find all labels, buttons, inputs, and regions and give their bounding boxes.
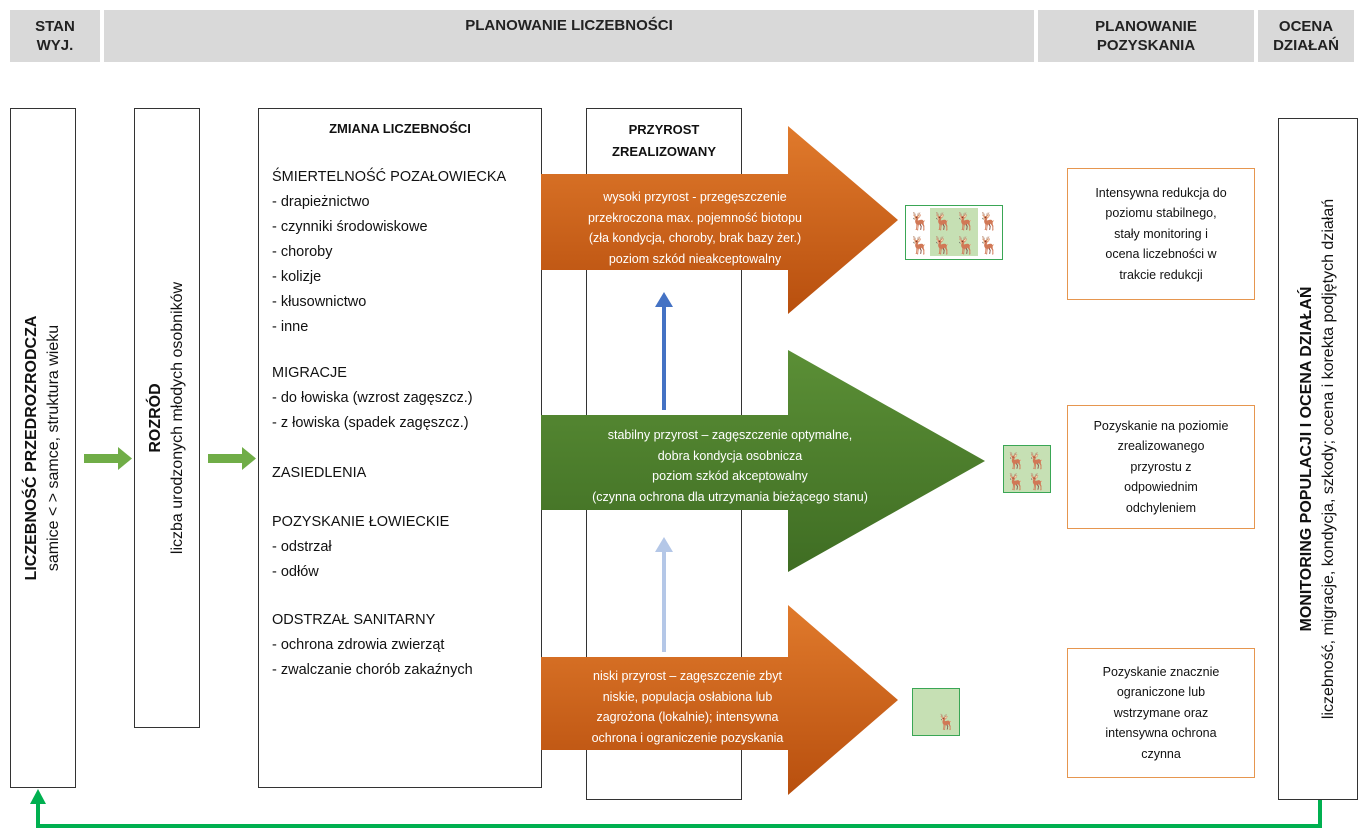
deer-low-icon: 🦌 <box>912 688 960 736</box>
zmiana-line: ŚMIERTELNOŚĆ POZAŁOWIECKA <box>272 169 507 185</box>
zmiana-line: - czynniki środowiskowe <box>272 219 428 235</box>
svg-text:🦌: 🦌 <box>955 235 976 256</box>
zmiana-line: - zwalczanie chorób zakaźnych <box>272 662 473 678</box>
zmiana-line: - z łowiska (spadek zagęszcz.) <box>272 415 469 431</box>
monitoring-title: MONITORING POPULACJI I OCENA DZIAŁAŃ <box>1298 286 1315 632</box>
zmiana-liczebnosci-box: ZMIANA LICZEBNOŚCI ŚMIERTELNOŚĆ POZAŁOWI… <box>258 108 542 788</box>
zmiana-line: POZYSKANIE ŁOWIECKIE <box>272 514 450 530</box>
liczebnosc-box: LICZEBNOŚĆ PRZEDROZRODCZA samice < > sam… <box>10 108 76 788</box>
zmiana-line: - odłów <box>272 564 319 580</box>
svg-text:🦌: 🦌 <box>955 211 976 232</box>
low-growth-arrow <box>541 605 898 795</box>
flow-arrow-1 <box>84 454 118 463</box>
zmiana-line: - kolizje <box>272 269 322 285</box>
header-planowanie-liczebnosci: PLANOWANIE LICZEBNOŚCI <box>104 10 1034 62</box>
svg-text:🦌: 🦌 <box>978 235 999 256</box>
high-growth-arrow <box>541 126 898 314</box>
svg-text:🦌: 🦌 <box>937 713 956 731</box>
monitoring-subtitle: liczebność, migracje, kondycja, szkody; … <box>1320 198 1337 720</box>
monitoring-box: MONITORING POPULACJI I OCENA DZIAŁAŃ lic… <box>1278 118 1358 800</box>
zmiana-line: - choroby <box>272 244 333 260</box>
zmiana-line: - do łowiska (wzrost zagęszcz.) <box>272 390 473 406</box>
svg-text:🦌: 🦌 <box>1006 472 1026 491</box>
zmiana-line: - drapieżnictwo <box>272 194 370 210</box>
zmiana-line: ZASIEDLENIA <box>272 465 367 481</box>
svg-text:🦌: 🦌 <box>1027 451 1047 470</box>
svg-text:🦌: 🦌 <box>978 211 999 232</box>
svg-text:🦌: 🦌 <box>1006 451 1026 470</box>
rozrod-box: ROZRÓD liczba urodzonych młodych osobnik… <box>134 108 200 728</box>
svg-text:🦌: 🦌 <box>1027 472 1047 491</box>
header-planowanie-pozyskania: PLANOWANIE POZYSKANIA <box>1038 10 1254 62</box>
stable-growth-arrow <box>541 350 985 572</box>
zmiana-line: - inne <box>272 319 309 335</box>
deer-stable-icon: 🦌🦌 🦌🦌 <box>1003 445 1051 493</box>
zmiana-title: ZMIANA LICZEBNOŚCI <box>329 121 471 136</box>
zmiana-line: ODSTRZAŁ SANITARNY <box>272 612 436 628</box>
zmiana-line: MIGRACJE <box>272 365 347 381</box>
flow-arrow-2 <box>208 454 242 463</box>
svg-text:🦌: 🦌 <box>909 235 930 256</box>
zmiana-line: - odstrzał <box>272 539 332 555</box>
zmiana-line: - kłusownictwo <box>272 294 367 310</box>
header-ocena-dzialan: OCENA DZIAŁAŃ <box>1258 10 1354 62</box>
header-stan-wyj: STAN WYJ. <box>10 10 100 62</box>
svg-text:🦌: 🦌 <box>932 211 953 232</box>
stable-growth-text: stabilny przyrost – zagęszczenie optymal… <box>592 428 868 504</box>
feedback-arrow <box>36 800 1322 828</box>
deer-dense-icon: 🦌🦌🦌🦌 🦌🦌🦌🦌 <box>905 205 1003 260</box>
svg-text:🦌: 🦌 <box>909 211 930 232</box>
zmiana-line: - ochrona zdrowia zwierząt <box>272 637 445 653</box>
przyrost-title: PRZYROST ZREALIZOWANY <box>612 122 716 159</box>
svg-text:🦌: 🦌 <box>932 235 953 256</box>
